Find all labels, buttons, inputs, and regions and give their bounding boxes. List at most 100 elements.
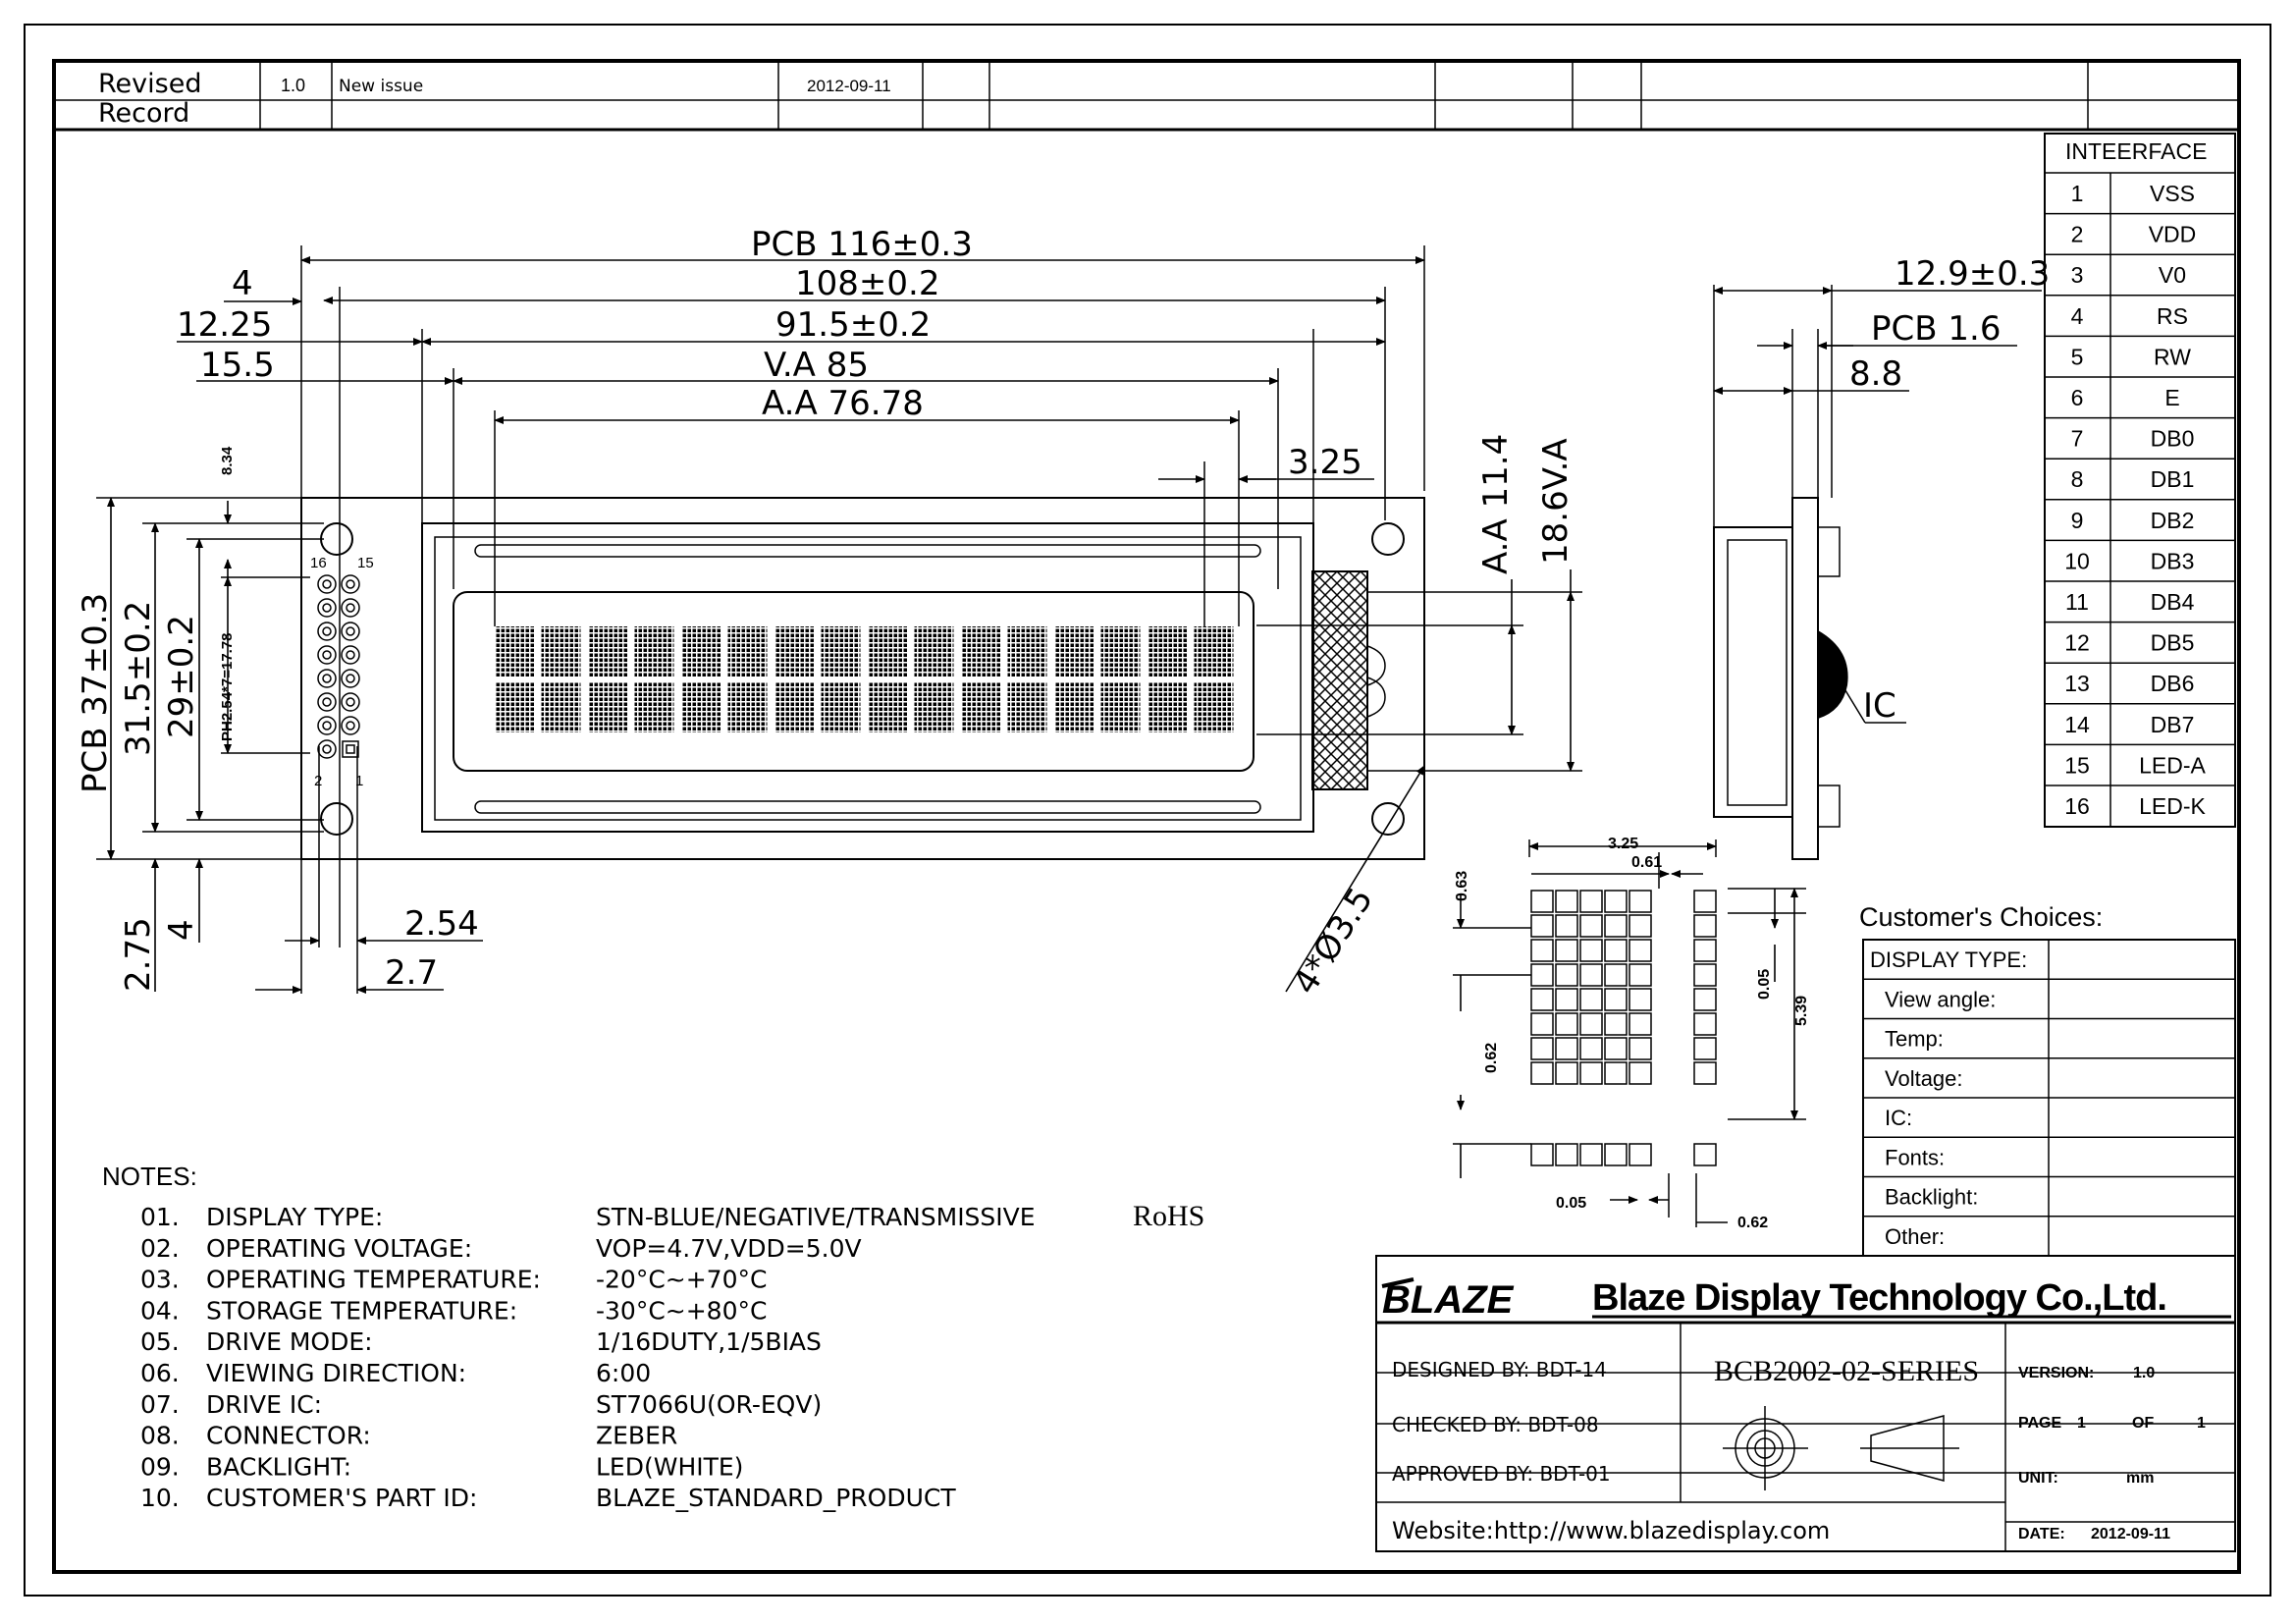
note-value: LED(WHITE) [596, 1452, 743, 1481]
inner-border [52, 59, 2241, 1574]
customer-choice-label: DISPLAY TYPE: [1870, 947, 2027, 972]
note-label: DISPLAY TYPE: [206, 1203, 383, 1231]
pin-header [317, 574, 360, 759]
note-label: CUSTOMER'S PART ID: [206, 1484, 477, 1512]
note-label: OPERATING VOLTAGE: [206, 1234, 472, 1263]
interface-pin-no: 7 [2071, 426, 2084, 452]
matrix-dot [1604, 1012, 1628, 1036]
character-cell [727, 681, 768, 732]
viewing-area [453, 591, 1255, 772]
character-cell [495, 626, 534, 677]
pin-pad [317, 574, 337, 594]
page-label: PAGE [2018, 1415, 2061, 1432]
dim-offset-155: 15.5 [200, 346, 275, 385]
interface-signal: LED-K [2139, 793, 2206, 819]
matrix-dot [1693, 1061, 1717, 1085]
dim-va-height: 18.6V.A [1536, 438, 1575, 565]
matrix-dot [1604, 1061, 1628, 1085]
matrix-dot [1604, 939, 1628, 962]
dim-pitch-254: 2.54 [404, 904, 479, 944]
interface-pin-no: 16 [2064, 793, 2090, 819]
mount-hole-br [1371, 802, 1405, 836]
dim-height-29: 29±0.2 [162, 615, 201, 738]
character-cell [961, 681, 1000, 732]
dim-va-width: V.A 85 [764, 346, 869, 385]
note-value: VOP=4.7V,VDD=5.0V [596, 1234, 862, 1263]
matrix-dot [1555, 1012, 1578, 1036]
matrix-dot [1579, 988, 1603, 1011]
character-cell [914, 626, 954, 677]
character-cell [868, 626, 907, 677]
note-value: 1/16DUTY,1/5BIAS [596, 1327, 822, 1356]
pin-hole [346, 626, 355, 636]
interface-signal: RW [2154, 344, 2191, 369]
mount-hole-tl [320, 522, 353, 556]
interface-pin-no: 9 [2071, 508, 2084, 533]
pin-pad [341, 669, 360, 688]
pin-pad [341, 645, 360, 665]
dim-aa-width: A.A 76.78 [762, 384, 924, 423]
pin-hole [322, 650, 332, 660]
cd-h063: 0.63 [1454, 871, 1470, 901]
pin-pad [317, 622, 337, 641]
version-label: VERSION: [2018, 1365, 2094, 1381]
matrix-dot [1579, 1012, 1603, 1036]
matrix-dot [1693, 1012, 1717, 1036]
matrix-dot [1629, 1061, 1652, 1085]
character-cell [821, 681, 861, 732]
interface-signal: VDD [2149, 222, 2197, 247]
character-cell [868, 681, 907, 732]
cd-h062: 0.62 [1483, 1043, 1500, 1073]
character-cell [588, 626, 627, 677]
note-number: 09. [140, 1452, 180, 1481]
date-label: DATE: [2018, 1526, 2065, 1543]
cursor-dot [1530, 1143, 1554, 1166]
revision-version: 1.0 [281, 76, 305, 95]
character-detail: 3.25 0.61 0.63 0.62 0.05 5.39 0.05 0.62 [1453, 836, 1810, 1231]
character-cell [681, 626, 721, 677]
interface-title: INTEERFACE [2065, 138, 2207, 164]
matrix-dot [1604, 1037, 1628, 1060]
dim-pcb-height: PCB 37±0.3 [76, 593, 115, 793]
dim-bottom-4: 4 [162, 919, 201, 941]
matrix-dot [1579, 939, 1603, 962]
interface-signal: DB7 [2151, 712, 2195, 737]
of-label: OF [2132, 1415, 2154, 1432]
cd-b005: 0.05 [1556, 1195, 1586, 1212]
pin-hole [346, 579, 355, 589]
customer-choice-label: IC: [1885, 1106, 1912, 1130]
pin-hole [322, 697, 332, 707]
character-cell [1054, 681, 1094, 732]
interface-pin-no: 1 [2071, 181, 2084, 206]
note-rohs: RoHS [1133, 1200, 1204, 1232]
character-cell [634, 681, 674, 732]
pin-label-2: 2 [314, 773, 322, 789]
interface-signal: DB1 [2151, 466, 2195, 492]
interface-pin-no: 8 [2071, 466, 2084, 492]
cd-w325: 3.25 [1608, 836, 1638, 852]
character-cell [1148, 681, 1187, 732]
checked-by: CHECKED BY: BDT-08 [1392, 1413, 1599, 1436]
interface-pin-no: 3 [2071, 262, 2084, 288]
note-number: 06. [140, 1359, 180, 1387]
page-value: 1 [2077, 1415, 2086, 1432]
pin-label-16: 16 [310, 555, 327, 571]
character-cell [681, 681, 721, 732]
ic-blob [1818, 630, 1848, 719]
cd-w061: 0.61 [1631, 854, 1662, 871]
pcb-outline [300, 497, 1425, 860]
interface-signal: V0 [2159, 262, 2186, 288]
date-value: 2012-09-11 [2091, 1526, 2170, 1543]
cd-b062: 0.62 [1737, 1215, 1768, 1231]
pin-hole [346, 650, 355, 660]
dim-hole-offset: 4 [232, 264, 253, 303]
mount-hole-bl [320, 802, 353, 836]
cursor-dot [1693, 1143, 1717, 1166]
interface-signal: DB6 [2151, 671, 2195, 696]
note-label: DRIVE MODE: [206, 1327, 373, 1356]
unit-value: mm [2126, 1470, 2154, 1487]
revision-record: Revised Record 1.0 New issue 2012-09-11 [54, 61, 2239, 132]
dim-pitch-27: 2.7 [385, 953, 438, 993]
pin-pad [341, 692, 360, 712]
